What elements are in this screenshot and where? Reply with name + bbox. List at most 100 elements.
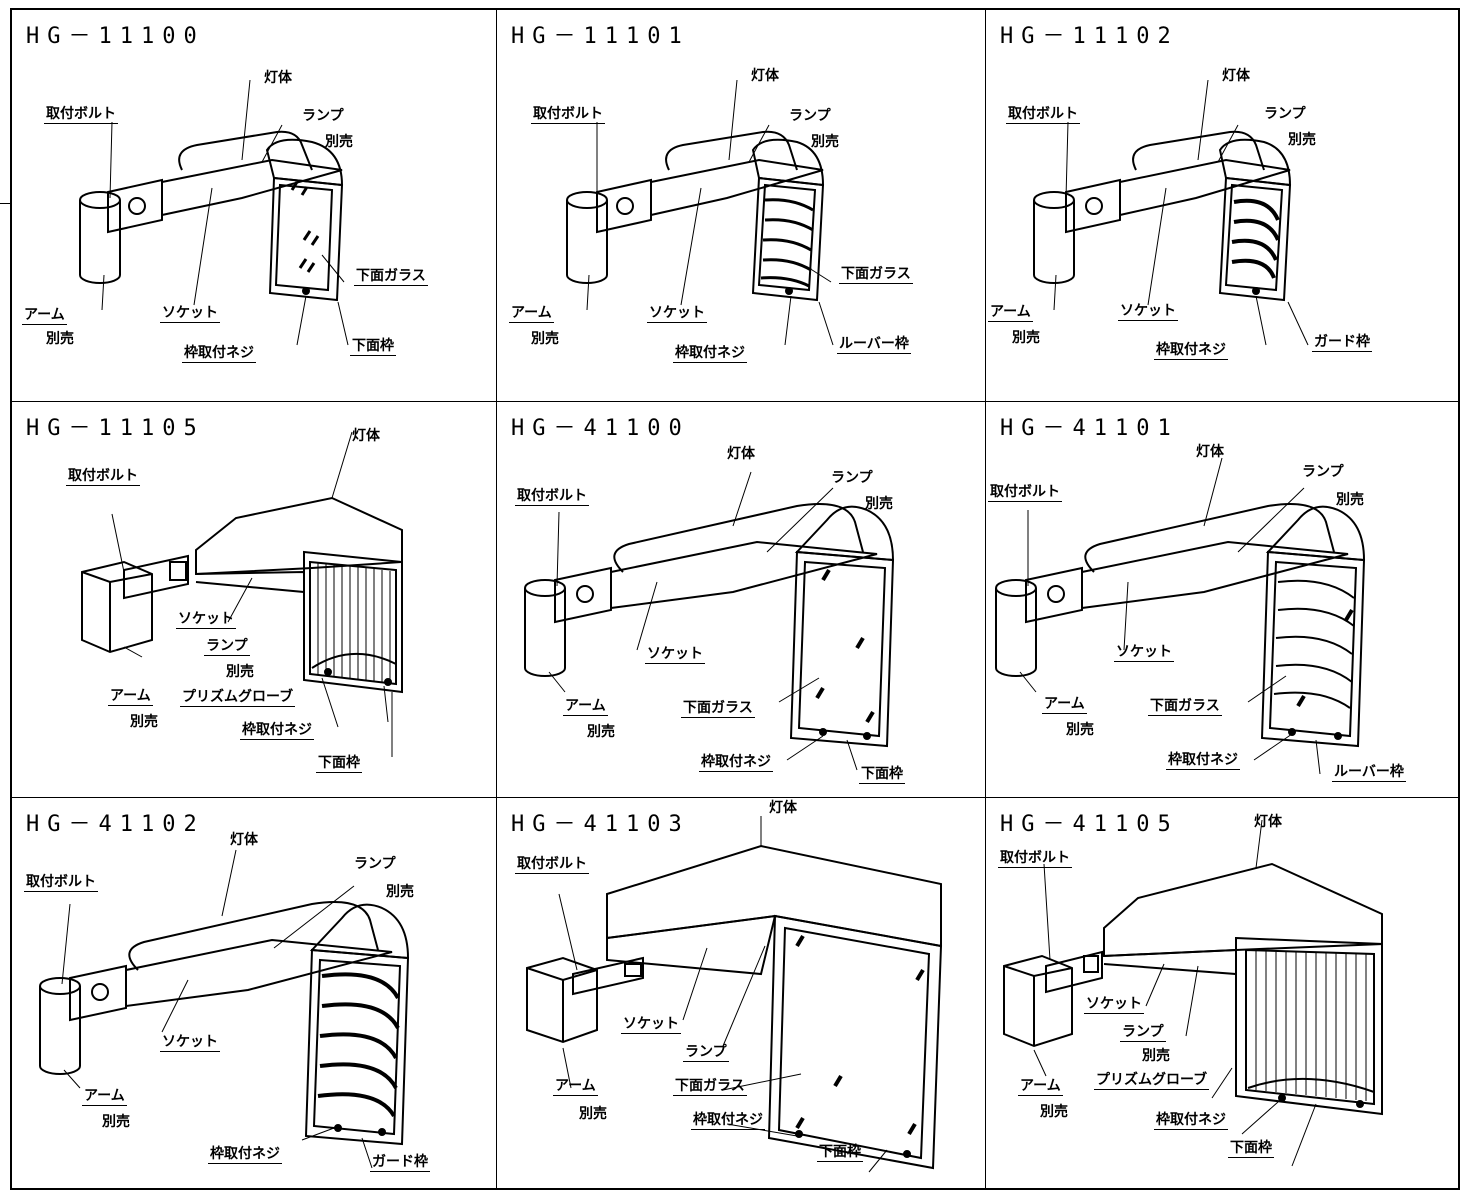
label-bottom-glass: 下面ガラス [673,1078,747,1096]
label-lamp: ランプ [683,1044,729,1062]
label-lamp-sold-separately: 別売 [1288,132,1316,148]
label-lamp: ランプ [831,470,873,486]
label-socket: ソケット [160,305,220,323]
label-light-body: 灯体 [1222,68,1250,84]
label-lamp-sold-separately: 別売 [325,134,353,150]
label-bottom-glass: 下面ガラス [839,266,913,284]
fixture-drawing-prism-globe [1003,819,1383,1167]
cell-hg-41105: HG－41105 灯体 取付ボルト ソケット ランプ 別売 プリズムグローブ ア… [986,798,1458,1188]
label-frame: ガード枠 [1312,334,1372,352]
fixture-drawing-box-glass [526,816,943,1173]
label-socket: ソケット [1118,303,1178,321]
label-socket: ソケット [647,305,707,323]
model-number: HG－11105 [26,416,205,441]
model-number: HG－11100 [26,24,205,49]
label-frame-screw: 枠取付ネジ [1154,1112,1228,1130]
label-light-body: 灯体 [727,446,755,462]
label-light-body: 灯体 [769,800,797,816]
label-lamp: ランプ [1264,106,1306,122]
label-lamp: ランプ [1302,464,1344,480]
label-frame: 下面枠 [350,338,396,356]
label-mount-bolt: 取付ボルト [24,874,98,892]
label-arm-sold-separately: 別売 [1012,330,1040,346]
label-light-body: 灯体 [352,428,380,444]
label-arm-sold-separately: 別売 [531,331,559,347]
label-arm-sold-separately: 別売 [587,724,615,740]
label-light-body: 灯体 [751,68,779,84]
label-mount-bolt: 取付ボルト [1006,106,1080,124]
label-lamp: ランプ [302,108,344,124]
label-arm-sold-separately: 別売 [130,714,158,730]
label-arm: アーム [509,305,554,323]
label-frame: 下面枠 [817,1144,863,1162]
label-mount-bolt: 取付ボルト [531,106,605,124]
label-prism-globe: プリズムグローブ [180,689,296,707]
label-lamp-sold-separately: 別売 [386,884,414,900]
cell-hg-41102: HG－41102 灯体 取付ボルト ランプ 別売 ソケット アーム 別売 枠取付… [12,798,497,1188]
label-light-body: 灯体 [1254,814,1282,830]
label-arm-sold-separately: 別売 [1066,722,1094,738]
label-socket: ソケット [1114,644,1174,662]
model-number: HG－41102 [26,812,205,837]
label-lamp-sold-separately: 別売 [1336,492,1364,508]
label-mount-bolt: 取付ボルト [988,484,1062,502]
label-frame-screw: 枠取付ネジ [1166,752,1240,770]
label-frame-screw: 枠取付ネジ [1154,342,1228,360]
label-arm-sold-separately: 別売 [579,1106,607,1122]
margin-tick-mark [0,203,10,204]
fixture-drawing-guard [1033,79,1309,346]
label-light-body: 灯体 [264,70,292,86]
model-number: HG－41103 [511,812,690,837]
label-arm-sold-separately: 別売 [102,1114,130,1130]
cell-hg-11102: HG－11102 灯体 取付ボルト ランプ 別売 アーム 別売 ソケット ガード… [986,10,1458,402]
label-frame-screw: 枠取付ネジ [208,1146,282,1164]
fixture-drawing-glass [79,79,349,346]
fixture-drawing-glass [524,471,895,771]
label-lamp: ランプ [1120,1024,1166,1042]
label-arm-sold-separately: 別売 [46,331,74,347]
label-frame: ルーバー枠 [837,336,911,354]
label-lamp-sold-separately: 別売 [811,134,839,150]
cell-hg-11101: HG－11101 灯体 取付ボルト ランプ 別売 下面ガラス アーム 別売 ソケ… [497,10,986,402]
label-socket: ソケット [645,646,705,664]
label-bottom-glass: 下面ガラス [681,700,755,718]
label-mount-bolt: 取付ボルト [44,106,118,124]
label-frame-screw: 枠取付ネジ [182,345,256,363]
label-bottom-glass: 下面ガラス [1148,698,1222,716]
label-frame-screw: 枠取付ネジ [673,345,747,363]
label-arm-sold-separately: 別売 [1040,1104,1068,1120]
label-frame: ルーバー枠 [1332,764,1406,782]
parts-diagram-sheet: HG－11100 灯体 取付ボルト ランプ 別売 下面ガラス アーム 別売 ソケ… [10,8,1460,1190]
label-socket: ソケット [1084,996,1144,1014]
label-lamp: ランプ [789,108,831,124]
label-light-body: 灯体 [230,832,258,848]
label-mount-bolt: 取付ボルト [998,850,1072,868]
cell-hg-41100: HG－41100 灯体 取付ボルト ランプ 別売 ソケット アーム 別売 下面ガ… [497,402,986,798]
model-number: HG－41105 [1000,812,1179,837]
label-lamp: ランプ [354,856,396,872]
label-socket: ソケット [176,611,236,629]
label-lamp-sold-separately: 別売 [1142,1048,1170,1064]
label-prism-globe: プリズムグローブ [1094,1072,1210,1090]
cell-hg-41103: HG－41103 灯体 取付ボルト ソケット ランプ 下面ガラス アーム 別売 … [497,798,986,1188]
label-frame: ガード枠 [370,1154,430,1172]
label-lamp-sold-separately: 別売 [865,496,893,512]
label-arm: アーム [108,688,153,706]
model-number: HG－11102 [1000,24,1179,49]
label-bottom-glass: 下面ガラス [354,268,428,286]
label-frame-screw: 枠取付ネジ [699,754,773,772]
label-mount-bolt: 取付ボルト [66,468,140,486]
cell-hg-11100: HG－11100 灯体 取付ボルト ランプ 別売 下面ガラス アーム 別売 ソケ… [12,10,497,402]
label-arm: アーム [22,307,67,325]
label-arm: アーム [1018,1078,1063,1096]
model-number: HG－41101 [1000,416,1179,441]
label-lamp-sold-separately: 別売 [226,664,254,680]
cell-hg-41101: HG－41101 灯体 取付ボルト ランプ 別売 ソケット アーム 別売 下面ガ… [986,402,1458,798]
label-frame-screw: 枠取付ネジ [691,1112,765,1130]
label-arm: アーム [82,1088,127,1106]
cell-hg-11105: HG－11105 灯体 取付ボルト ソケット ランプ 別売 アーム 別売 プリズ… [12,402,497,798]
label-arm: アーム [988,304,1033,322]
label-socket: ソケット [160,1034,220,1052]
label-frame-screw: 枠取付ネジ [240,722,314,740]
label-arm: アーム [1042,696,1087,714]
